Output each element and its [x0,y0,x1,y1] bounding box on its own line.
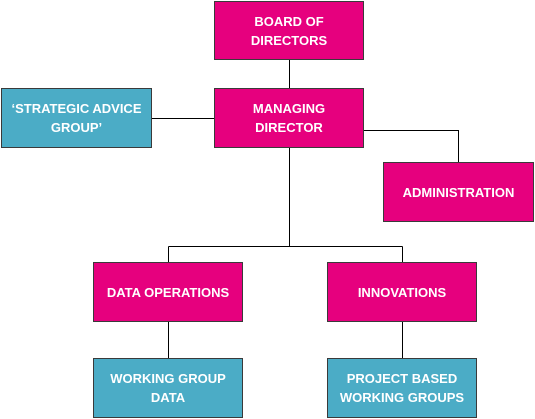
connector-md-to-admin [364,130,459,162]
innovations-label: INNOVATIONS [357,284,447,300]
working-group-data-label: WORKING GROUP DATA [110,371,226,405]
managing-director-box: MANAGING DIRECTOR [214,88,364,148]
project-based-working-groups-box: PROJECT BASED WORKING GROUPS [327,358,477,418]
data-operations-label: DATA OPERATIONS [106,284,230,300]
board-of-directors-box: BOARD OF DIRECTORS [214,1,364,60]
project-based-working-groups-label: PROJECT BASED WORKING GROUPS [339,371,465,405]
strategic-advice-group-box: ‘STRATEGIC ADVICE GROUP’ [1,88,152,148]
working-group-data-box: WORKING GROUP DATA [93,358,243,418]
administration-box: ADMINISTRATION [383,162,534,222]
data-operations-box: DATA OPERATIONS [93,262,243,322]
managing-director-label: MANAGING DIRECTOR [252,101,326,135]
administration-label: ADMINISTRATION [402,184,515,200]
strategic-advice-group-label: ‘STRATEGIC ADVICE GROUP’ [11,101,142,135]
board-of-directors-label: BOARD OF DIRECTORS [250,13,328,48]
innovations-box: INNOVATIONS [327,262,477,322]
